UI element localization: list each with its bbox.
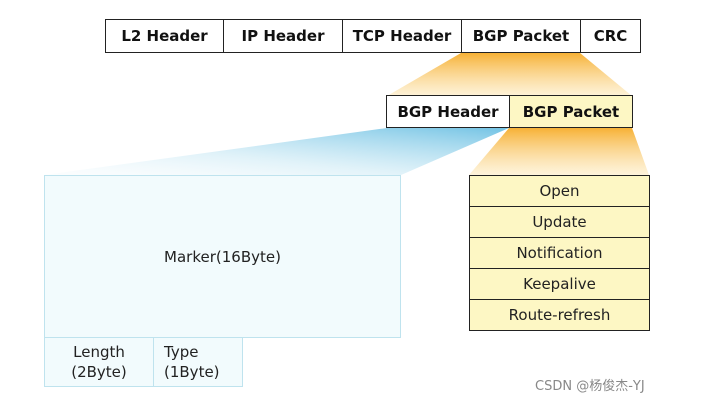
message-type-label: Update bbox=[532, 213, 587, 231]
type-label-line2: (1Byte) bbox=[164, 363, 220, 381]
frame-cell-l2-header: L2 Header bbox=[105, 19, 224, 53]
message-type-label: Route-refresh bbox=[508, 306, 611, 324]
message-type-label: Open bbox=[539, 182, 580, 200]
frame-cell-label: TCP Header bbox=[352, 27, 452, 45]
type-field: Type (1Byte) bbox=[153, 337, 243, 387]
frame-cell-label: CRC bbox=[593, 27, 628, 45]
frame-cell-tcp-header: TCP Header bbox=[342, 19, 462, 53]
length-label-line2: (2Byte) bbox=[71, 363, 127, 381]
frame-cell-bgp-packet: BGP Packet bbox=[461, 19, 581, 53]
frame-cell-ip-header: IP Header bbox=[223, 19, 343, 53]
connector-packet-to-row2 bbox=[387, 53, 632, 96]
message-type-label: Keepalive bbox=[523, 275, 596, 293]
type-label-line1: Type bbox=[164, 343, 199, 361]
connector-header-to-detail bbox=[44, 128, 509, 175]
message-type-open: Open bbox=[469, 175, 650, 207]
marker-label: Marker(16Byte) bbox=[164, 247, 281, 266]
marker-field: Marker(16Byte) bbox=[44, 175, 401, 338]
frame-cell-label: IP Header bbox=[241, 27, 325, 45]
connector-packet-to-types bbox=[469, 128, 649, 175]
message-type-notification: Notification bbox=[469, 237, 650, 269]
frame-cell-label: L2 Header bbox=[121, 27, 208, 45]
frame-cell-crc: CRC bbox=[580, 19, 641, 53]
message-type-route-refresh: Route-refresh bbox=[469, 299, 650, 331]
message-type-update: Update bbox=[469, 206, 650, 238]
bgp-header-box: BGP Header bbox=[386, 95, 510, 128]
length-field: Length (2Byte) bbox=[44, 337, 154, 387]
watermark-text: CSDN @杨俊杰-YJ bbox=[535, 379, 645, 394]
frame-cell-label: BGP Packet bbox=[472, 27, 570, 45]
bgp-packet-label: BGP Packet bbox=[522, 102, 620, 121]
bgp-packet-box: BGP Packet bbox=[509, 95, 633, 128]
message-type-keepalive: Keepalive bbox=[469, 268, 650, 300]
length-label-line1: Length bbox=[73, 343, 125, 361]
bgp-header-label: BGP Header bbox=[397, 102, 499, 121]
message-type-label: Notification bbox=[516, 244, 603, 262]
